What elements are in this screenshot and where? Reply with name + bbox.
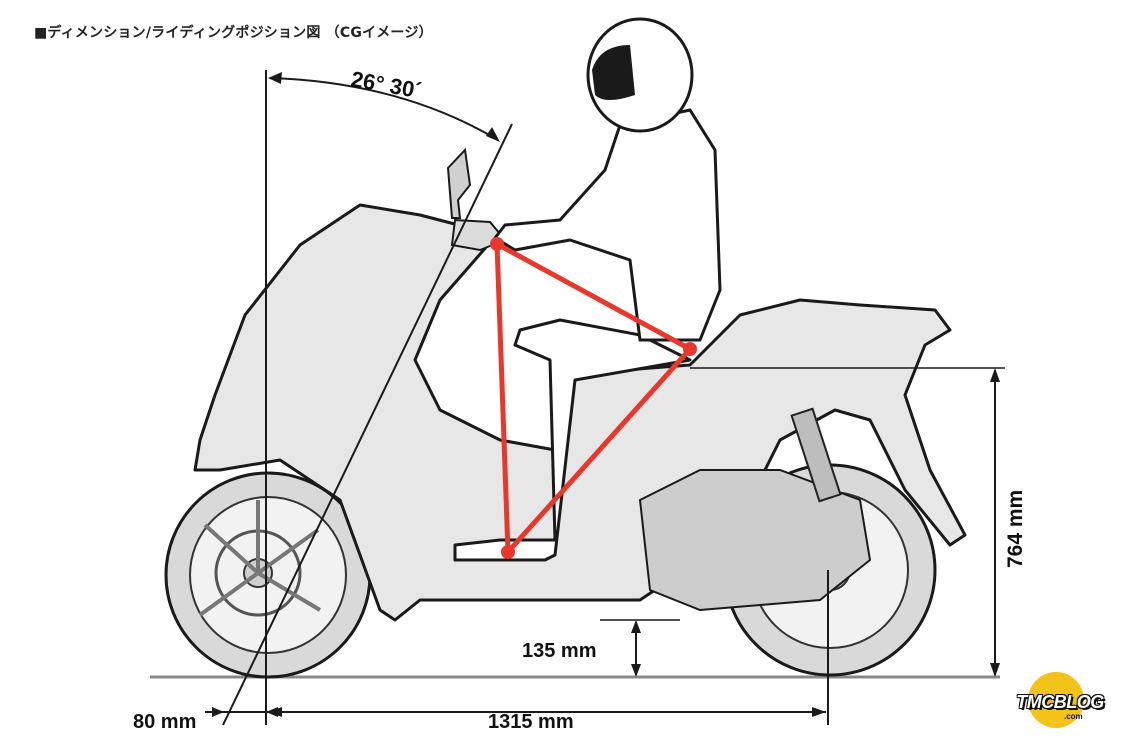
site-logo: TMCBLOG .com [1010,672,1110,734]
scooter-body [193,203,967,622]
seat-height-arrow-bottom [990,663,1000,677]
caster-angle-label: 26° 30´ [349,66,423,103]
handlebar-point [490,237,504,251]
ground-clearance-label: 135 mm [522,640,597,662]
rider [453,17,722,562]
caster-angle-arc [269,77,499,141]
riding-position-triangle [490,237,697,559]
clearance-arrow-top [631,620,641,633]
arc-arrow-right [486,127,500,142]
wheelbase-arrow-right [812,707,826,717]
engine-unit [638,469,872,612]
trail-arrow-left [212,707,224,717]
logo-subtext: .com [1064,712,1083,721]
clearance-arrow-bottom [631,664,641,677]
rear-shock [790,407,842,503]
hip-point [683,342,697,356]
seat-height-label: 764 mm [1004,490,1027,568]
logo-text: TMCBLOG [1016,692,1104,712]
mirror [446,147,472,219]
logo-circle-icon [1028,672,1084,728]
trail-label: 80 mm [133,711,196,733]
helmet-visor-icon [592,45,635,100]
foot-point [501,545,515,559]
steering-axis-line [222,123,513,726]
arc-arrow-left [268,72,282,84]
wheelbase-arrow-left [268,707,282,717]
page-title: ■ディメンション/ライディングポジション図 （CGイメージ） [34,25,433,41]
seat-height-arrow-top [990,368,1000,382]
front-wheel [164,471,372,679]
wheelbase-label: 1315 mm [488,711,574,733]
